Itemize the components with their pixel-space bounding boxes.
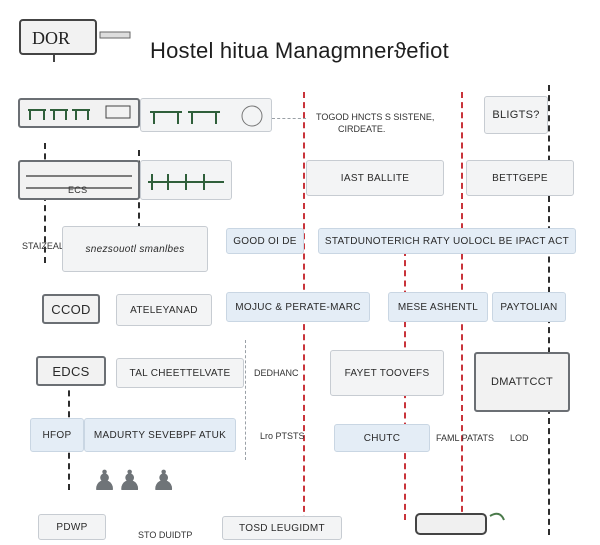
- row4-mid-box-1: MOJUC & PERATE-MARC: [226, 292, 370, 322]
- row1-right-box: BLIGTS?: [484, 96, 548, 134]
- row3-right-box: STATDUNOTERICH RATY UOLOCL BE IPACT ACT: [318, 228, 576, 254]
- row5-mid-label: DEDHANC: [254, 368, 299, 378]
- row4-left-label: ATELEYANAD: [116, 294, 212, 326]
- row6-mid-box: CHUTC: [334, 424, 430, 452]
- dorm-sign-icon: DOR: [14, 14, 136, 64]
- students-group-icon: ♟♟ ♟: [92, 464, 177, 497]
- connector-row1: [272, 118, 306, 119]
- logo-text: DOR: [32, 28, 71, 48]
- page-title: Hostel hitua Managmner⁣ϑefiot: [150, 38, 449, 63]
- row5-right-box: DMATTCCT: [474, 352, 570, 412]
- row3-mid-box: GOOD OI DE: [226, 228, 304, 254]
- dining-room-panel: [140, 98, 272, 132]
- row1-mid-text-1: TOGOD HNCTS S SISTENE,: [316, 112, 435, 122]
- row6-left-box-2: MADURTY SEVEBPF ATUK: [84, 418, 236, 452]
- row4-left-box: CCOD: [42, 294, 100, 324]
- row6-mid-label: Lro PTSTS: [260, 431, 305, 441]
- row4-right-box: PAYTOLIAN: [492, 292, 566, 322]
- row6-left-box-1: HFOP: [30, 418, 84, 452]
- lane-line-1: [44, 143, 46, 263]
- row5-mid-box: FAYET TOOVEFS: [330, 350, 444, 396]
- row7-mid-box: TOSD LEUGIDMT: [222, 516, 342, 540]
- bunk-beds-panel: [140, 160, 232, 200]
- row6-right-label-1: FAML PATATS: [436, 433, 495, 443]
- row1-mid-text-2: CIRDEATE.: [338, 124, 386, 134]
- row3-left-caption: STAIZEAL: [22, 241, 64, 251]
- dining-room-icon: [18, 98, 140, 128]
- row7-left-box: PDWP: [38, 514, 106, 540]
- row2-mid-box: IAST BALLITE: [306, 160, 444, 196]
- row2-small-label: ECS: [68, 185, 88, 195]
- row2-right-box: BETTGEPE: [466, 160, 574, 196]
- row7-small-label: STO DUIDTP: [138, 530, 193, 540]
- row4-mid-box-2: MESE ASHENTL: [388, 292, 488, 322]
- lane-line-2: [138, 150, 140, 250]
- row3-left-box: snezsouotl smanlbes: [62, 226, 208, 272]
- row6-right-label-2: LOD: [510, 433, 529, 443]
- row5-left-label: TAL CHEETTELVATE: [116, 358, 244, 388]
- bunk-beds-icon: ECS: [18, 160, 140, 200]
- desk-chair-icon: [408, 506, 508, 540]
- lane-line-4: [245, 340, 246, 460]
- row5-left-box: EDCS: [36, 356, 106, 386]
